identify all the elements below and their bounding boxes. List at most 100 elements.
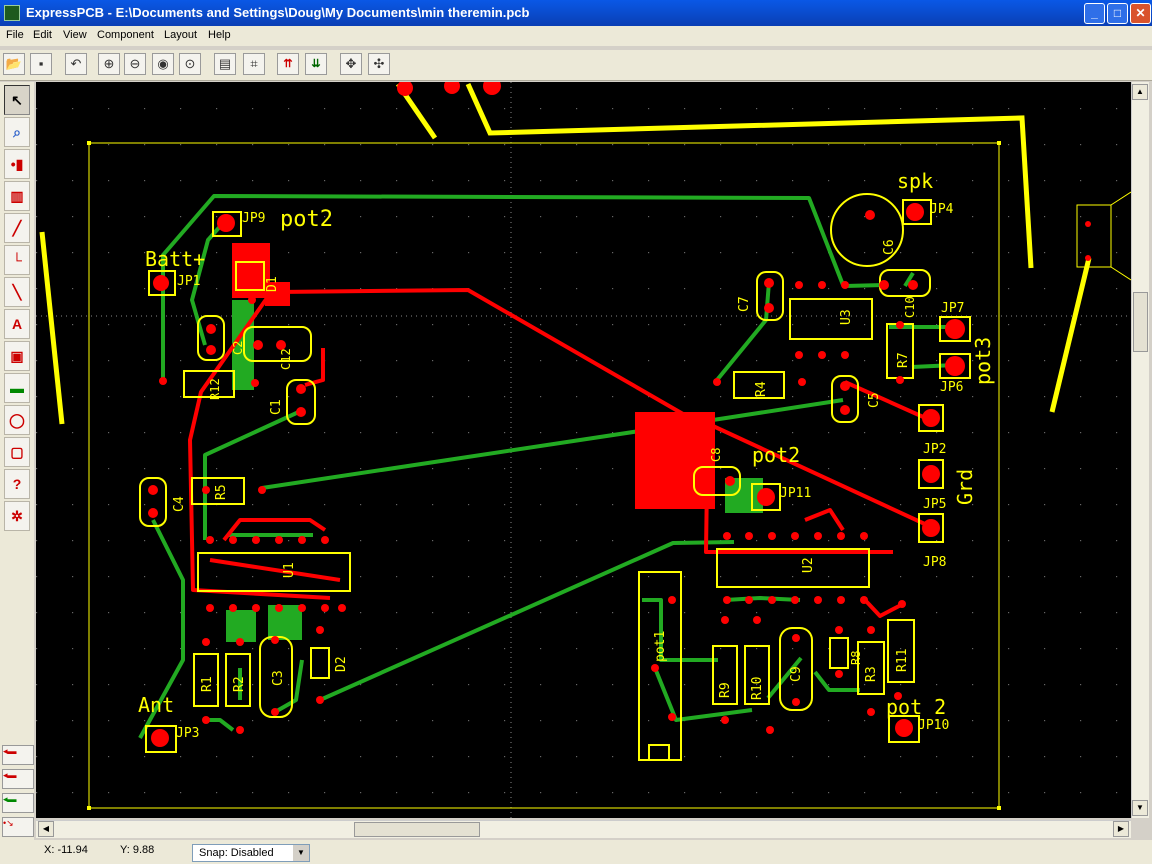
label-jp1: JP1 bbox=[177, 274, 200, 289]
label-batt: Batt+ bbox=[145, 247, 205, 271]
layer-top-icon[interactable]: ◂▬ bbox=[2, 745, 34, 765]
label-c3: C3 bbox=[271, 670, 286, 686]
label-jp4: JP4 bbox=[930, 202, 954, 217]
corner-tool-icon[interactable]: └ bbox=[4, 245, 30, 275]
label-c4: C4 bbox=[172, 496, 187, 512]
label-jp2: JP2 bbox=[923, 442, 946, 457]
minimize-button[interactable]: _ bbox=[1084, 3, 1105, 24]
component-tool-icon[interactable]: ▥ bbox=[4, 181, 30, 211]
label-d1: D1 bbox=[265, 276, 280, 292]
zoom-in-icon[interactable]: ⊕ bbox=[98, 53, 120, 75]
label-r7: R7 bbox=[896, 352, 911, 368]
layer-nets-icon[interactable]: •↘ bbox=[2, 817, 34, 837]
close-button[interactable]: ✕ bbox=[1130, 3, 1151, 24]
title-bar: ExpressPCB - E:\Documents and Settings\D… bbox=[0, 0, 1152, 26]
trace-tool-icon[interactable]: ╱ bbox=[4, 213, 30, 243]
open-icon[interactable]: 📂 bbox=[3, 53, 25, 75]
label-r11: R11 bbox=[895, 649, 910, 672]
zoom-tool-icon[interactable]: ⌕ bbox=[4, 117, 30, 147]
zoom-fit-icon[interactable]: ◉ bbox=[152, 53, 174, 75]
tool-palette: ↖ ⌕ •▮ ▥ ╱ └ ╲ A ▣ ▬ ◯ ▢ ? ✲ ◂▬ ◂▬ ◂▬ •↘ bbox=[0, 82, 34, 840]
label-r1: R1 bbox=[200, 676, 215, 692]
label-jp3: JP3 bbox=[176, 726, 199, 741]
horizontal-scrollbar[interactable]: ◀ ▶ bbox=[36, 820, 1131, 838]
label-c8: C8 bbox=[709, 448, 723, 462]
label-jp10: JP10 bbox=[918, 718, 949, 733]
menu-layout[interactable]: Layout bbox=[164, 29, 198, 41]
circle-tool-icon[interactable]: ◯ bbox=[4, 405, 30, 435]
label-r9: R9 bbox=[718, 682, 733, 698]
label-ant: Ant bbox=[138, 693, 174, 717]
menu-file[interactable]: File bbox=[6, 29, 24, 41]
save-icon[interactable]: ▪ bbox=[30, 53, 52, 75]
scroll-up-icon[interactable]: ▲ bbox=[1132, 84, 1148, 100]
label-r12: R12 bbox=[208, 378, 222, 400]
menu-component[interactable]: Component bbox=[97, 29, 154, 41]
label-c12: C12 bbox=[279, 348, 293, 370]
label-jp5: JP5 bbox=[923, 497, 946, 512]
label-c9: C9 bbox=[789, 666, 804, 682]
scroll-right-icon[interactable]: ▶ bbox=[1113, 821, 1129, 837]
y-coordinate: Y: 9.88 bbox=[120, 844, 155, 856]
rubber-band-tool-icon[interactable]: ╲ bbox=[4, 277, 30, 307]
label-r2: R2 bbox=[232, 676, 247, 692]
menu-view[interactable]: View bbox=[63, 29, 87, 41]
select-tool-icon[interactable]: ↖ bbox=[4, 85, 30, 115]
label-jp9: JP9 bbox=[242, 211, 265, 226]
label-pot-2: pot 2 bbox=[886, 695, 946, 719]
layer-silk-icon[interactable]: ◂▬ bbox=[2, 793, 34, 813]
label-pot2-mid: pot2 bbox=[752, 443, 800, 467]
label-r8: R8 bbox=[849, 651, 863, 665]
net-tool-icon[interactable]: ✲ bbox=[4, 501, 30, 531]
zoom-out-icon[interactable]: ⊖ bbox=[124, 53, 146, 75]
top-layer-icon[interactable]: ⇈ bbox=[277, 53, 299, 75]
label-r10: R10 bbox=[750, 677, 765, 700]
label-r4: R4 bbox=[754, 381, 769, 397]
horizontal-scroll-thumb[interactable] bbox=[354, 822, 480, 837]
menu-help[interactable]: Help bbox=[208, 29, 231, 41]
vertical-scrollbar[interactable]: ▲ ▼ bbox=[1131, 82, 1149, 818]
query-tool-icon[interactable]: ? bbox=[4, 469, 30, 499]
label-pot2-top: pot2 bbox=[280, 207, 333, 232]
properties-icon[interactable]: ▤ bbox=[214, 53, 236, 75]
rectangle-tool-icon[interactable]: ▢ bbox=[4, 437, 30, 467]
label-jp7: JP7 bbox=[941, 301, 964, 316]
label-c6: C6 bbox=[882, 239, 897, 255]
pcb-drawing: spk JP4 JP9 pot2 Batt+ JP1 JP7 JP6 JP2 J… bbox=[36, 82, 1131, 818]
window-title: ExpressPCB - E:\Documents and Settings\D… bbox=[26, 5, 530, 20]
label-c5: C5 bbox=[867, 392, 882, 408]
pcb-canvas[interactable]: spk JP4 JP9 pot2 Batt+ JP1 JP7 JP6 JP2 J… bbox=[36, 82, 1131, 818]
chevron-down-icon[interactable]: ▼ bbox=[293, 845, 309, 861]
scroll-down-icon[interactable]: ▼ bbox=[1132, 800, 1148, 816]
label-c2: C2 bbox=[231, 341, 245, 355]
label-d2: D2 bbox=[334, 656, 349, 672]
maximize-button[interactable]: □ bbox=[1107, 3, 1128, 24]
vertical-scroll-thumb[interactable] bbox=[1133, 292, 1148, 352]
netlist-icon[interactable]: ⌗ bbox=[243, 53, 265, 75]
label-pot1: pot1 bbox=[653, 631, 668, 662]
pan-icon[interactable]: ✣ bbox=[368, 53, 390, 75]
status-bar: X: -11.94 Y: 9.88 bbox=[0, 840, 1152, 864]
label-c10: C10 bbox=[903, 296, 917, 318]
snap-value: Snap: Disabled bbox=[199, 847, 274, 859]
text-tool-icon[interactable]: A bbox=[4, 309, 30, 339]
x-coordinate: X: -11.94 bbox=[44, 844, 88, 856]
plane-tool-icon[interactable]: ▬ bbox=[4, 373, 30, 403]
menu-edit[interactable]: Edit bbox=[33, 29, 52, 41]
bottom-layer-icon[interactable]: ⇊ bbox=[305, 53, 327, 75]
undo-icon[interactable]: ↶ bbox=[65, 53, 87, 75]
label-jp11: JP11 bbox=[780, 486, 811, 501]
move-icon[interactable]: ✥ bbox=[340, 53, 362, 75]
label-c7: C7 bbox=[737, 296, 752, 312]
ground-pad bbox=[635, 412, 715, 509]
label-jp6: JP6 bbox=[940, 380, 963, 395]
label-grd: Grd bbox=[953, 469, 977, 505]
pad-tool-icon[interactable]: •▮ bbox=[4, 149, 30, 179]
board-outline bbox=[88, 142, 1000, 809]
fill-tool-icon[interactable]: ▣ bbox=[4, 341, 30, 371]
zoom-board-icon[interactable]: ⊙ bbox=[179, 53, 201, 75]
label-c1: C1 bbox=[269, 399, 284, 415]
scroll-left-icon[interactable]: ◀ bbox=[38, 821, 54, 837]
layer-bottom-icon[interactable]: ◂▬ bbox=[2, 769, 34, 789]
snap-dropdown[interactable]: Snap: Disabled ▼ bbox=[192, 844, 310, 862]
